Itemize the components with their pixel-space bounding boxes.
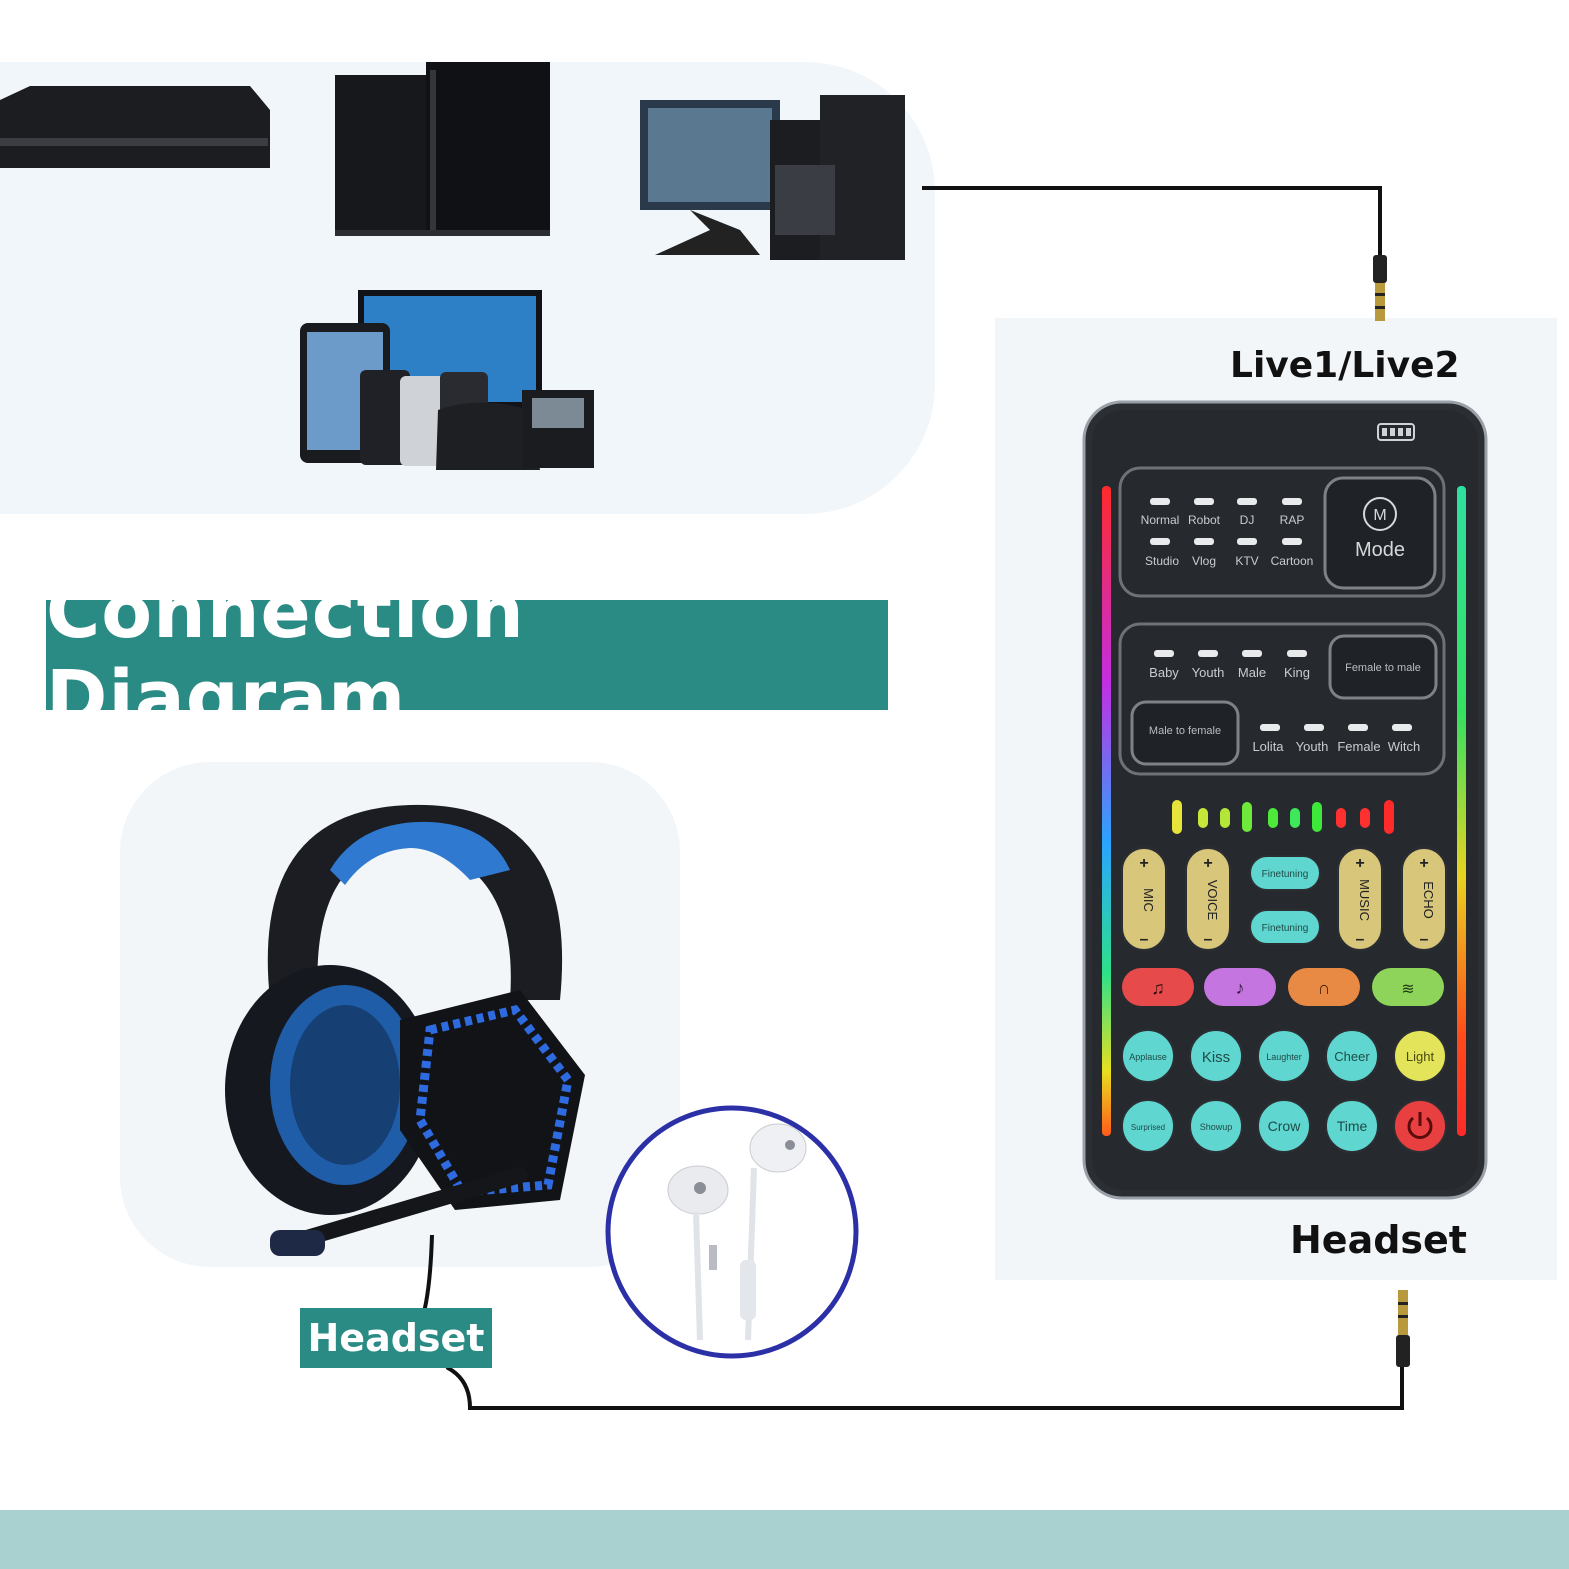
svg-text:+: +: [1203, 855, 1212, 872]
effect-laughter: Laughter: [1266, 1052, 1302, 1062]
svg-text:+: +: [1139, 855, 1148, 872]
voice-lolita: Lolita: [1252, 739, 1284, 754]
mobile-devices-icon: [300, 290, 594, 470]
port-headset-label: Headset: [1290, 1218, 1467, 1262]
effect-applause: Applause: [1129, 1052, 1167, 1062]
battery-icon: [1377, 423, 1415, 441]
aux-plug-bottom-icon: [1396, 1290, 1410, 1367]
effect-crow: Crow: [1268, 1118, 1302, 1134]
effect-kiss: Kiss: [1202, 1049, 1230, 1066]
finetuning-up-label: Finetuning: [1262, 869, 1309, 880]
svg-text:+: +: [1355, 855, 1364, 872]
knob-voice: VOICE: [1205, 880, 1220, 921]
mode-icon: [1363, 497, 1397, 531]
port-live-label: Live1/Live2: [1230, 345, 1460, 386]
svg-text:+: +: [1419, 855, 1428, 872]
headphone-effect-button: [1288, 968, 1360, 1006]
voice-youth-2: Youth: [1296, 739, 1329, 754]
knob-mic: MIC: [1141, 888, 1156, 912]
sound-card-device: Normal Robot DJ RAP Studio Vlog KTV Cart…: [1082, 400, 1488, 1200]
voice-king: King: [1284, 665, 1310, 680]
voice-dj: DJ: [1240, 513, 1255, 527]
male-to-female-button: [1130, 700, 1240, 766]
mode-label: Mode: [1355, 539, 1405, 561]
voice-vlog: Vlog: [1192, 554, 1216, 568]
headset-label: Headset: [300, 1308, 492, 1368]
voice-ktv: KTV: [1235, 554, 1258, 568]
voice-witch: Witch: [1388, 739, 1421, 754]
voice-studio: Studio: [1145, 554, 1179, 568]
gaming-headset-icon: [225, 804, 585, 1256]
mode-button: [1323, 476, 1437, 590]
desktop-pc-icon: [640, 95, 905, 260]
svg-text:M: M: [1373, 507, 1386, 524]
power-icon: [1407, 1112, 1433, 1139]
figure-icon: ♪: [1236, 978, 1245, 998]
voice-cartoon: Cartoon: [1271, 554, 1314, 568]
svg-text:–: –: [1356, 931, 1365, 948]
male-to-female-label: Male to female: [1149, 725, 1221, 737]
title-banner: [46, 600, 888, 710]
tower-console-icon: [335, 62, 550, 236]
voice-normal: Normal: [1141, 513, 1180, 527]
voice-male: Male: [1238, 665, 1266, 680]
waveform-icon: ≋: [1401, 981, 1414, 998]
dance-effect-button: [1204, 968, 1276, 1006]
knob-echo: ECHO: [1421, 881, 1436, 919]
svg-text:–: –: [1140, 931, 1149, 948]
music-note-icon: ♫: [1151, 978, 1165, 998]
bottom-band: [0, 1510, 1569, 1569]
female-to-male-label: Female to male: [1345, 662, 1421, 674]
cable-top: [922, 186, 1382, 262]
music-effect-button: [1122, 968, 1194, 1006]
finetuning-down-label: Finetuning: [1262, 923, 1309, 934]
effect-light: Light: [1406, 1049, 1435, 1064]
svg-text:–: –: [1420, 931, 1429, 948]
headphone-icon: ∩: [1318, 978, 1331, 998]
effect-time: Time: [1337, 1118, 1368, 1134]
finetuning-up-button: [1249, 855, 1321, 891]
diagram-title: Connection Diagram: [46, 569, 525, 741]
voice-rap: RAP: [1280, 513, 1305, 527]
voice-youth: Youth: [1192, 665, 1225, 680]
effect-cheer: Cheer: [1334, 1049, 1370, 1064]
cable-bottom: [417, 1234, 1404, 1410]
voice-baby: Baby: [1149, 665, 1179, 680]
waveform-effect-button: [1372, 968, 1444, 1006]
svg-text:–: –: [1204, 931, 1213, 948]
voice-female: Female: [1337, 739, 1380, 754]
level-meter: [1172, 800, 1394, 834]
aux-plug-top-icon: [1373, 255, 1387, 321]
effect-surprised: Surprised: [1131, 1123, 1165, 1132]
knob-music: MUSIC: [1357, 879, 1372, 921]
finetuning-down-button: [1249, 909, 1321, 945]
voice-robot: Robot: [1188, 513, 1221, 527]
female-to-male-button: [1328, 634, 1438, 700]
effect-showup: Showup: [1200, 1122, 1233, 1132]
earphones-icon: [605, 1105, 859, 1359]
game-console-icon: [0, 86, 270, 168]
